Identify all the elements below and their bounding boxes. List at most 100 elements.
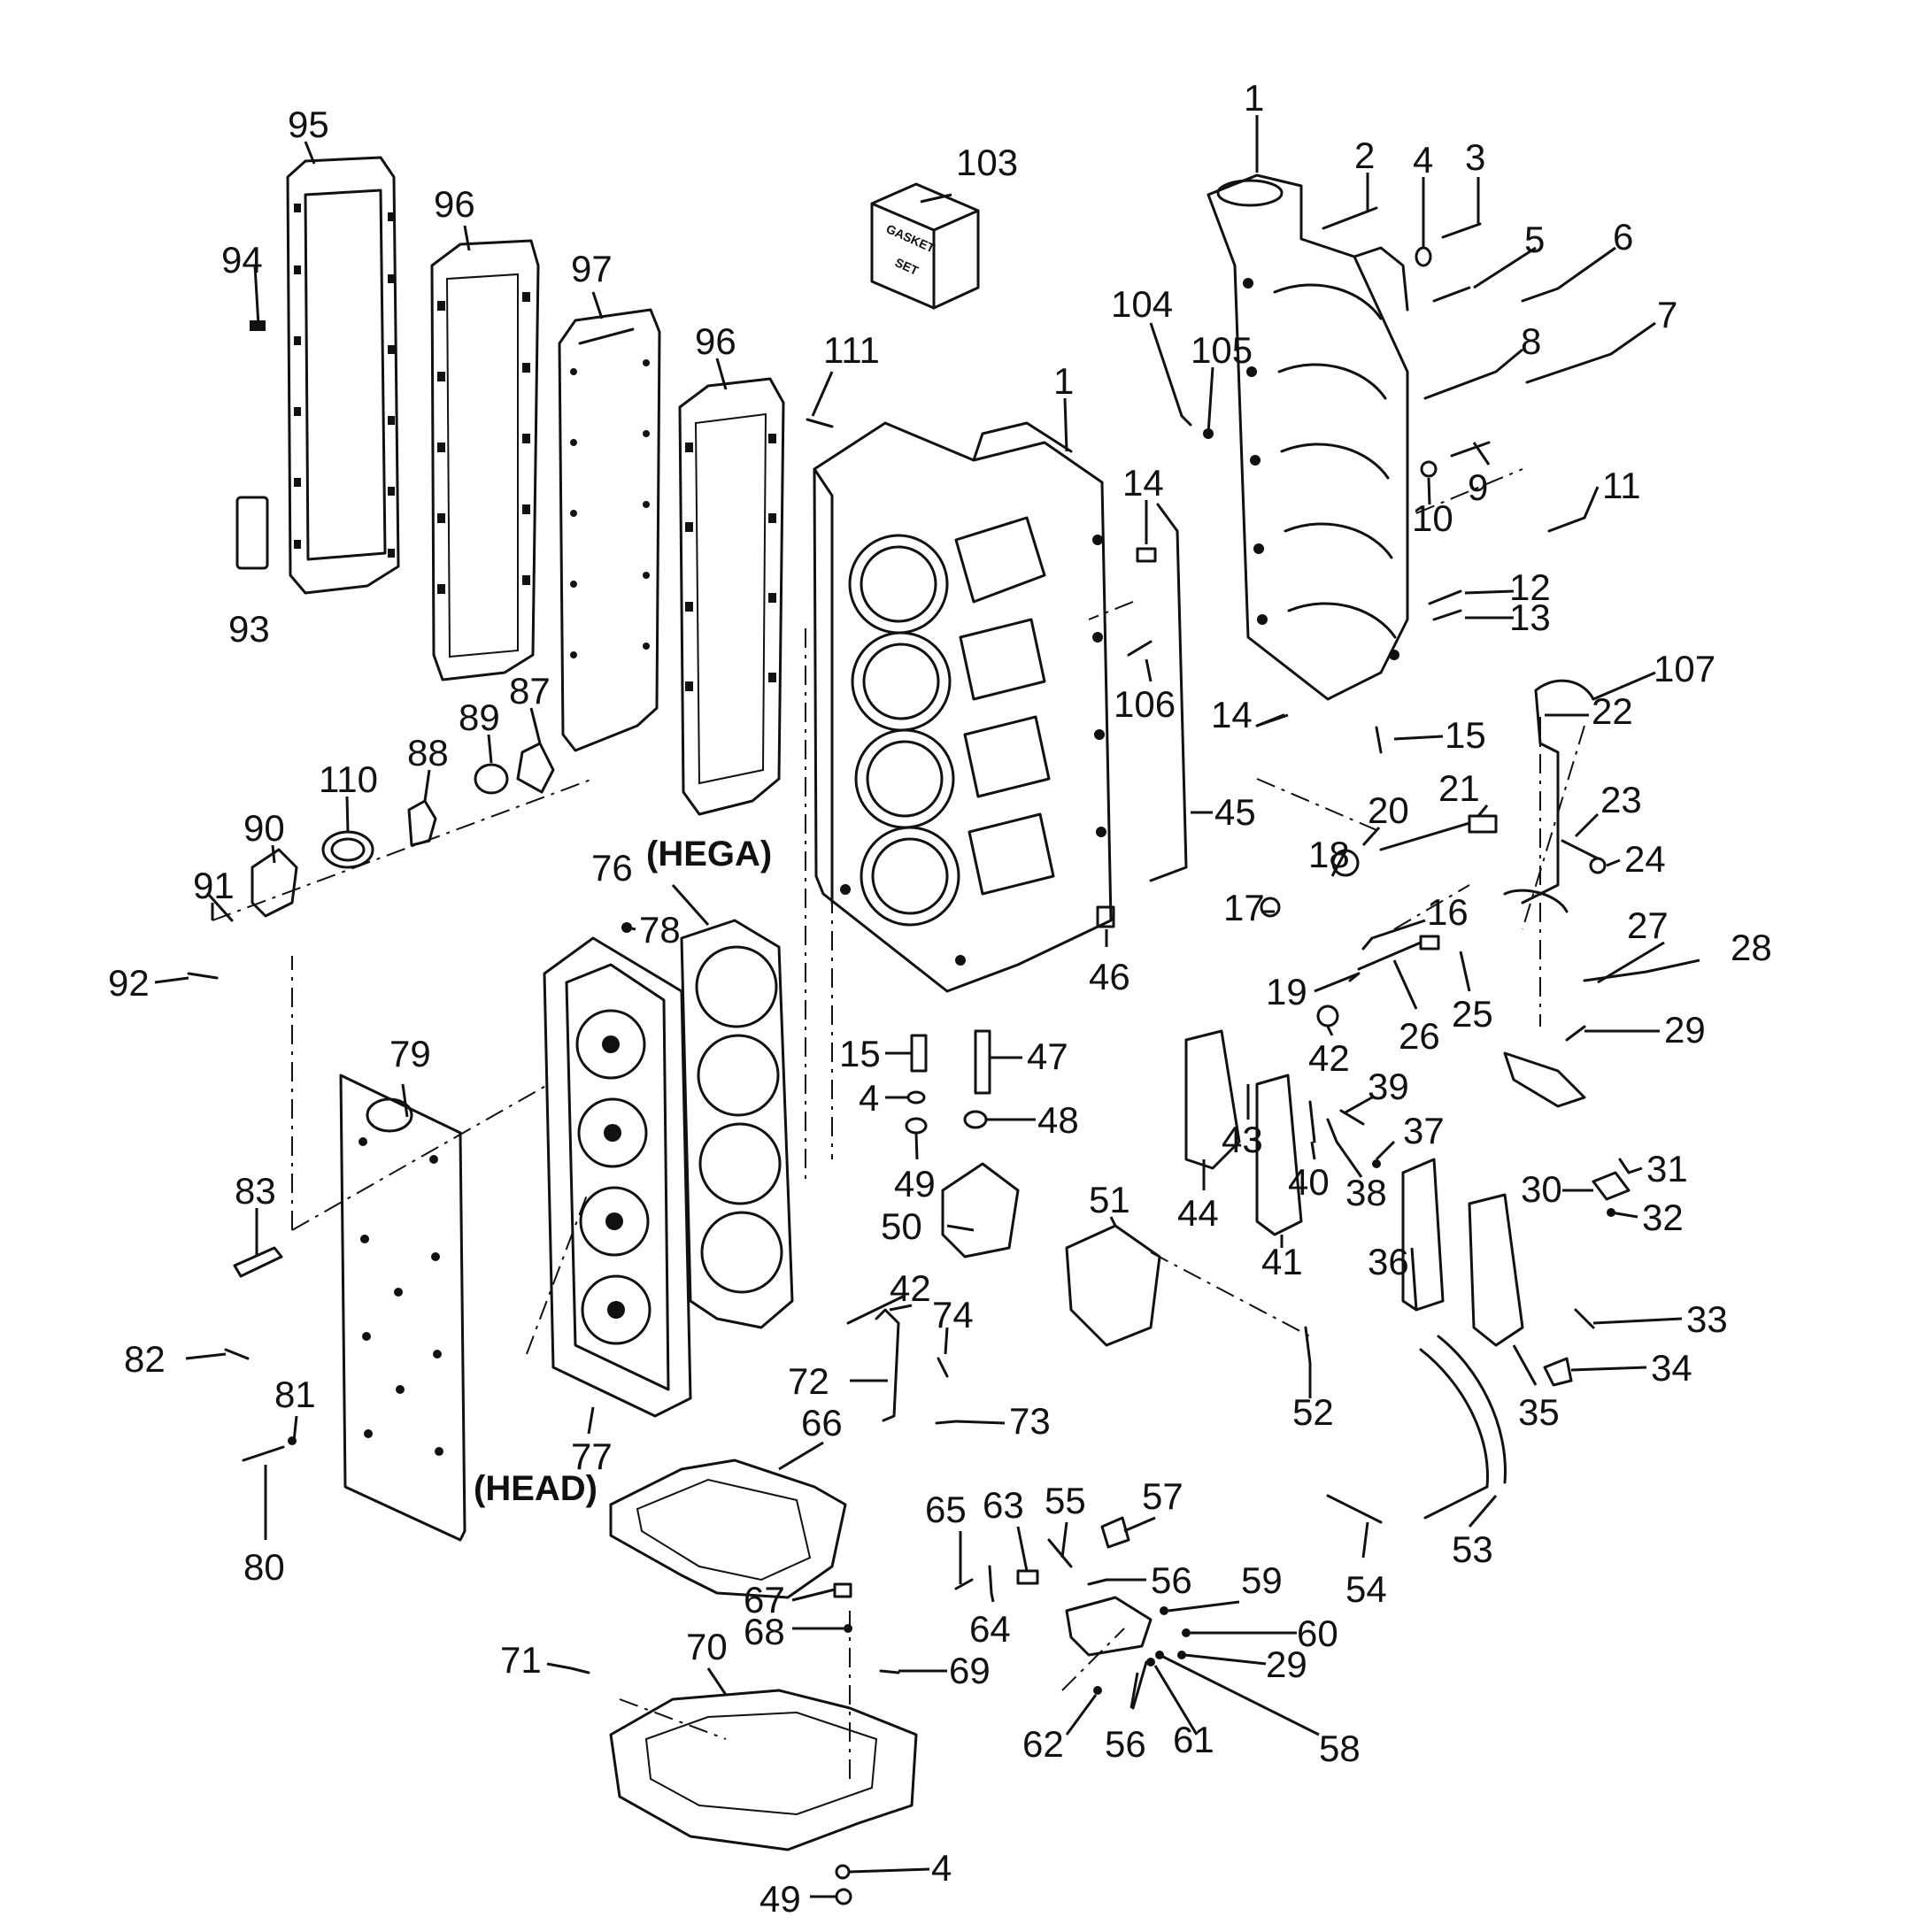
part-94-screw xyxy=(250,264,266,331)
label-67: 67 xyxy=(744,1579,785,1620)
label-78: 78 xyxy=(639,909,681,951)
label-111: 111 xyxy=(823,329,880,371)
label-63: 63 xyxy=(983,1484,1024,1526)
label-8: 8 xyxy=(1521,320,1541,362)
label-4c: 4 xyxy=(931,1847,952,1889)
part-29-b xyxy=(1177,1651,1186,1659)
part-64 xyxy=(988,1565,993,1595)
label-49b: 49 xyxy=(759,1878,801,1920)
label-16: 16 xyxy=(1427,891,1469,933)
label-57: 57 xyxy=(1142,1475,1183,1517)
label-103: 103 xyxy=(956,142,1018,183)
part-59 xyxy=(1160,1606,1168,1615)
label-33: 33 xyxy=(1686,1298,1728,1340)
part-56-b xyxy=(1131,1660,1148,1710)
part-63-bracket xyxy=(1065,1596,1153,1657)
part-24 xyxy=(1589,857,1607,874)
label-15b: 15 xyxy=(839,1033,881,1074)
label-53: 53 xyxy=(1452,1528,1493,1570)
part-110-spring xyxy=(321,830,374,869)
part-70-adapter-plate xyxy=(609,1689,918,1851)
part-28-screw xyxy=(1583,970,1648,982)
thermostat-group xyxy=(187,742,555,980)
part-34 xyxy=(1543,1357,1573,1387)
label-24: 24 xyxy=(1624,838,1666,880)
part-92-bolt xyxy=(187,972,219,980)
label-77: 77 xyxy=(571,1436,613,1477)
label-13: 13 xyxy=(1509,597,1551,638)
part-107 xyxy=(1534,679,1595,701)
part-1-cylinder-block xyxy=(813,421,1113,993)
part-21 xyxy=(1468,814,1498,834)
part-6-bolt xyxy=(1521,287,1560,303)
label-91: 91 xyxy=(193,865,235,906)
label-54: 54 xyxy=(1345,1568,1387,1610)
label-18: 18 xyxy=(1308,834,1350,875)
part-41-link xyxy=(1255,1074,1303,1236)
label-25: 25 xyxy=(1452,993,1493,1035)
part-36-arm xyxy=(1401,1158,1445,1312)
label-9: 9 xyxy=(1468,466,1488,508)
part-87-gasket xyxy=(516,742,555,794)
label-56a: 56 xyxy=(1151,1559,1192,1601)
part-89-seal xyxy=(474,763,509,795)
part-24-arm xyxy=(1503,889,1569,913)
part-61 xyxy=(1146,1658,1155,1666)
part-82 xyxy=(224,1348,250,1360)
label-28: 28 xyxy=(1731,927,1772,968)
label-36: 36 xyxy=(1368,1241,1409,1282)
label-46: 46 xyxy=(1089,956,1130,997)
linkage-parts xyxy=(1184,679,1648,1524)
part-31 xyxy=(1618,1158,1631,1174)
label-42a: 42 xyxy=(1308,1037,1350,1079)
part-14-pin-upper xyxy=(1136,547,1157,563)
part-90-housing xyxy=(251,848,298,918)
part-79-head-cover xyxy=(339,1074,466,1542)
part-67 xyxy=(833,1582,852,1598)
part-63 xyxy=(1016,1569,1039,1585)
label-87: 87 xyxy=(509,670,551,712)
label-69: 69 xyxy=(949,1650,991,1691)
part-49-nut-b xyxy=(835,1888,852,1905)
label-1b: 1 xyxy=(1244,77,1264,119)
part-56 xyxy=(1087,1578,1108,1586)
label-96a: 96 xyxy=(434,183,475,225)
label-4a: 4 xyxy=(1413,139,1433,181)
part-40 xyxy=(1308,1100,1316,1143)
label-34: 34 xyxy=(1651,1347,1692,1389)
part-73-screw xyxy=(935,1420,958,1425)
part-80-stud xyxy=(242,1445,285,1462)
label-52: 52 xyxy=(1292,1391,1334,1433)
part-23 xyxy=(1561,839,1600,860)
part-35-arm xyxy=(1468,1193,1524,1347)
label-68: 68 xyxy=(744,1611,785,1652)
part-8-bolt xyxy=(1423,370,1498,400)
part-111-pin xyxy=(806,418,834,428)
label-58: 58 xyxy=(1319,1728,1361,1769)
label-51: 51 xyxy=(1089,1179,1130,1220)
label-80: 80 xyxy=(243,1546,285,1588)
part-55 xyxy=(1047,1538,1073,1568)
part-103-gasket-set-box: GASKET SET xyxy=(870,182,980,310)
part-51-cover xyxy=(1065,1224,1161,1347)
part-4-washer-3 xyxy=(835,1864,851,1880)
part-93-plate xyxy=(235,496,269,570)
part-9-bolt xyxy=(1450,441,1491,458)
part-83-spark-plug xyxy=(233,1246,283,1278)
label-31: 31 xyxy=(1646,1148,1688,1189)
label-3: 3 xyxy=(1465,136,1485,178)
part-49-nut xyxy=(905,1117,928,1135)
label-55: 55 xyxy=(1045,1480,1086,1521)
label-83: 83 xyxy=(235,1170,276,1212)
label-88: 88 xyxy=(407,732,449,774)
label-10: 10 xyxy=(1412,497,1453,539)
gasket-box-text-1: GASKET xyxy=(884,221,937,256)
label-43: 43 xyxy=(1222,1119,1263,1160)
label-92: 92 xyxy=(108,962,150,1004)
part-91-bolt xyxy=(206,892,234,922)
part-54 xyxy=(1326,1494,1383,1524)
part-106 xyxy=(1127,640,1153,657)
label-32: 32 xyxy=(1642,1197,1684,1238)
label-66: 66 xyxy=(801,1402,843,1443)
label-27: 27 xyxy=(1627,904,1669,946)
